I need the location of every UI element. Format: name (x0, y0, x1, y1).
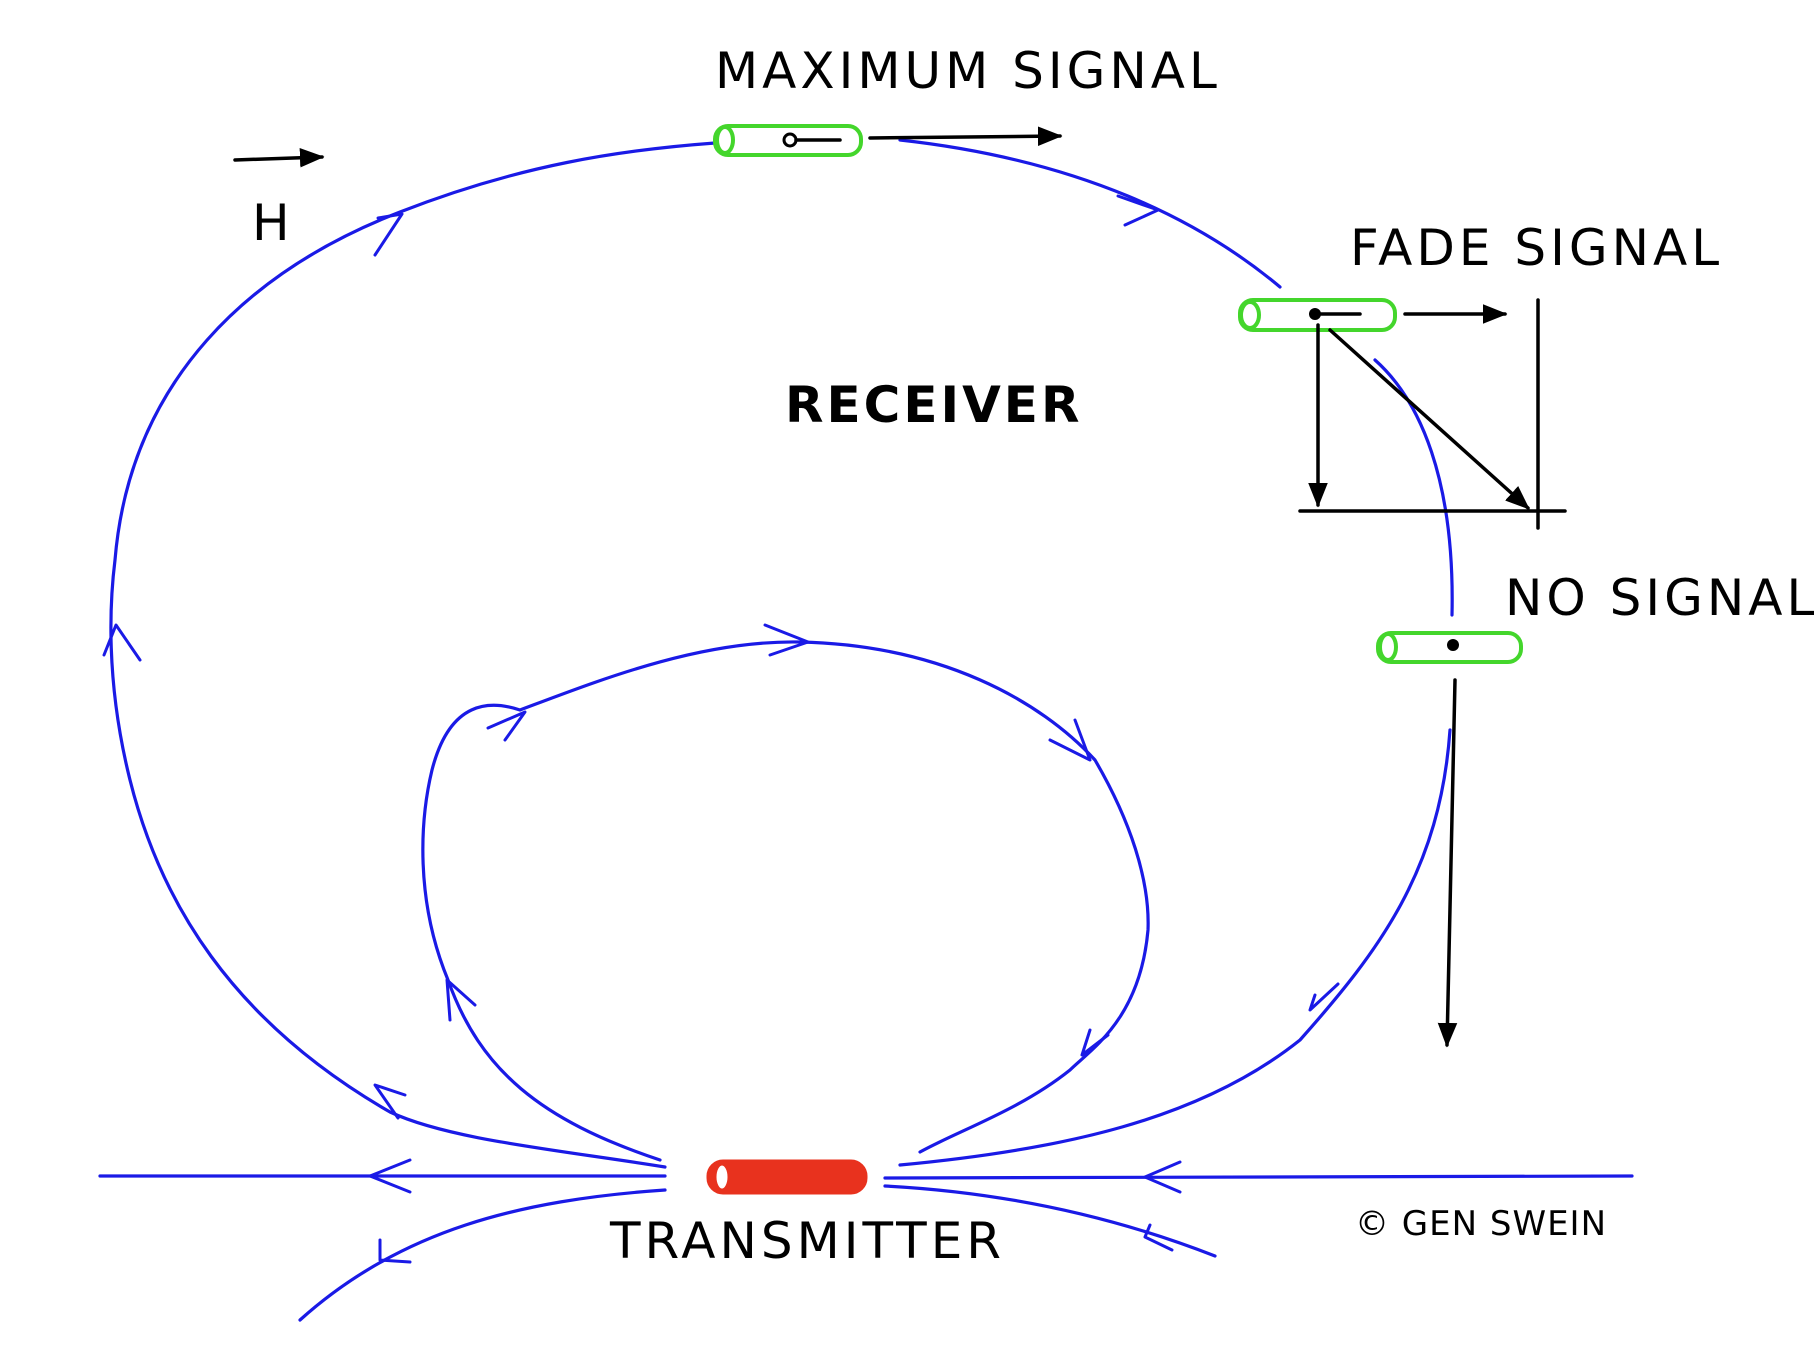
arrow-inner-top (763, 623, 810, 657)
inner-field-loop (421, 640, 1150, 1162)
outer-field-loop (109, 138, 1454, 1169)
fade-signal-label: FADE SIGNAL (1350, 219, 1723, 277)
lower-left-field-line (298, 1188, 667, 1322)
arrow-outer-left-top (373, 212, 404, 257)
arrow-inner-right-top (1048, 718, 1092, 762)
arrow-inner-left (445, 978, 477, 1022)
receiver-maximum-signal: MAXIMUM SIGNAL (713, 42, 1221, 157)
transmitter: TRANSMITTER (609, 1159, 1005, 1270)
h-vector-arrow (233, 147, 325, 168)
fade-resultant-vector (1328, 328, 1530, 510)
receiver-antenna-maximum (713, 124, 863, 157)
receiver-label: RECEIVER (785, 376, 1082, 434)
arrow-outer-left-mid (102, 623, 142, 662)
no-signal-vector (1437, 678, 1458, 1048)
h-vector-label: H (252, 194, 294, 252)
arrow-lower-right (1143, 1223, 1174, 1252)
no-signal-label: NO SIGNAL (1505, 569, 1814, 627)
axis-field-line (98, 1174, 1634, 1180)
receiver-pivot-none (1447, 639, 1459, 651)
receiver-antenna-end-none (1378, 632, 1398, 662)
field-direction-arrows (102, 194, 1340, 1264)
transmitter-label: TRANSMITTER (609, 1212, 1005, 1270)
receiver-fade-signal: FADE SIGNAL (1238, 219, 1723, 530)
arrow-inner-top-left (486, 710, 527, 742)
maximum-signal-label: MAXIMUM SIGNAL (715, 42, 1221, 100)
arrow-axis-right (1143, 1160, 1182, 1194)
receiver-antenna-end-maximum (715, 125, 735, 155)
arrow-outer-right-bottom (1308, 982, 1340, 1012)
arrow-inner-right-bottom (1080, 1028, 1110, 1057)
receiver-no-signal: NO SIGNAL (1376, 569, 1814, 1048)
arrow-axis-left (368, 1158, 412, 1194)
receiver-pivot-maximum (782, 132, 798, 148)
arrow-lower-left (378, 1238, 412, 1264)
lower-right-field-line (883, 1184, 1217, 1258)
transmitter-antenna-end (713, 1162, 731, 1192)
arrow-outer-left-bottom (373, 1083, 407, 1120)
transmitter-antenna (706, 1159, 868, 1195)
copyright-notice: © GEN SWEIN (1355, 1204, 1607, 1244)
maximum-signal-vector (868, 126, 1063, 147)
receiver-antenna-end-fade (1239, 300, 1261, 330)
arrow-outer-right-top (1116, 194, 1160, 227)
h-vector: H (233, 147, 325, 252)
field-lines (98, 138, 1634, 1322)
receiver-antenna-none (1376, 631, 1523, 664)
